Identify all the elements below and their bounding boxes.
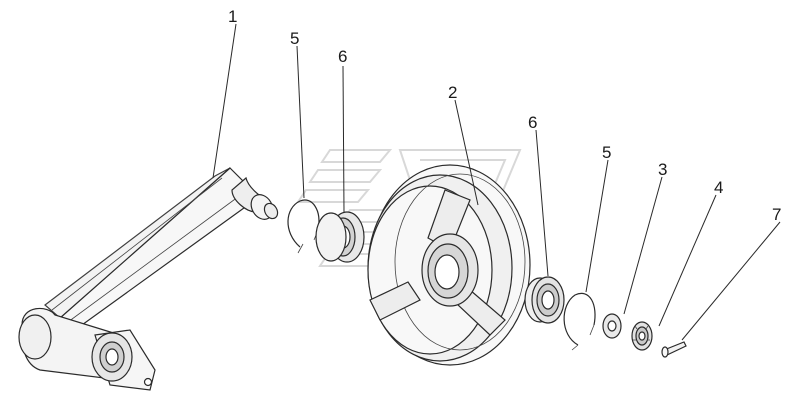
bearing-left-part — [315, 211, 365, 263]
crank-arm-part — [18, 167, 279, 391]
split-pin-part — [661, 341, 687, 358]
callout-7: 7 — [772, 205, 781, 224]
washer-part — [602, 313, 622, 339]
callout-5-left: 5 — [290, 29, 299, 48]
bearing-right-part — [524, 276, 565, 324]
circlip-right-part — [563, 292, 596, 351]
callout-3: 3 — [658, 160, 667, 179]
callout-4: 4 — [714, 178, 723, 197]
circlip-left-part — [287, 199, 320, 254]
wheel-pulley-part — [367, 164, 531, 366]
leader-lines — [212, 23, 781, 341]
callout-6-right: 6 — [528, 113, 537, 132]
callout-1: 1 — [228, 7, 237, 26]
castle-nut-part — [631, 321, 653, 351]
callout-labels: 1 5 6 2 6 5 3 4 7 — [228, 7, 781, 224]
callout-2: 2 — [448, 83, 457, 102]
callout-5-right: 5 — [602, 143, 611, 162]
callout-6-left: 6 — [338, 47, 347, 66]
